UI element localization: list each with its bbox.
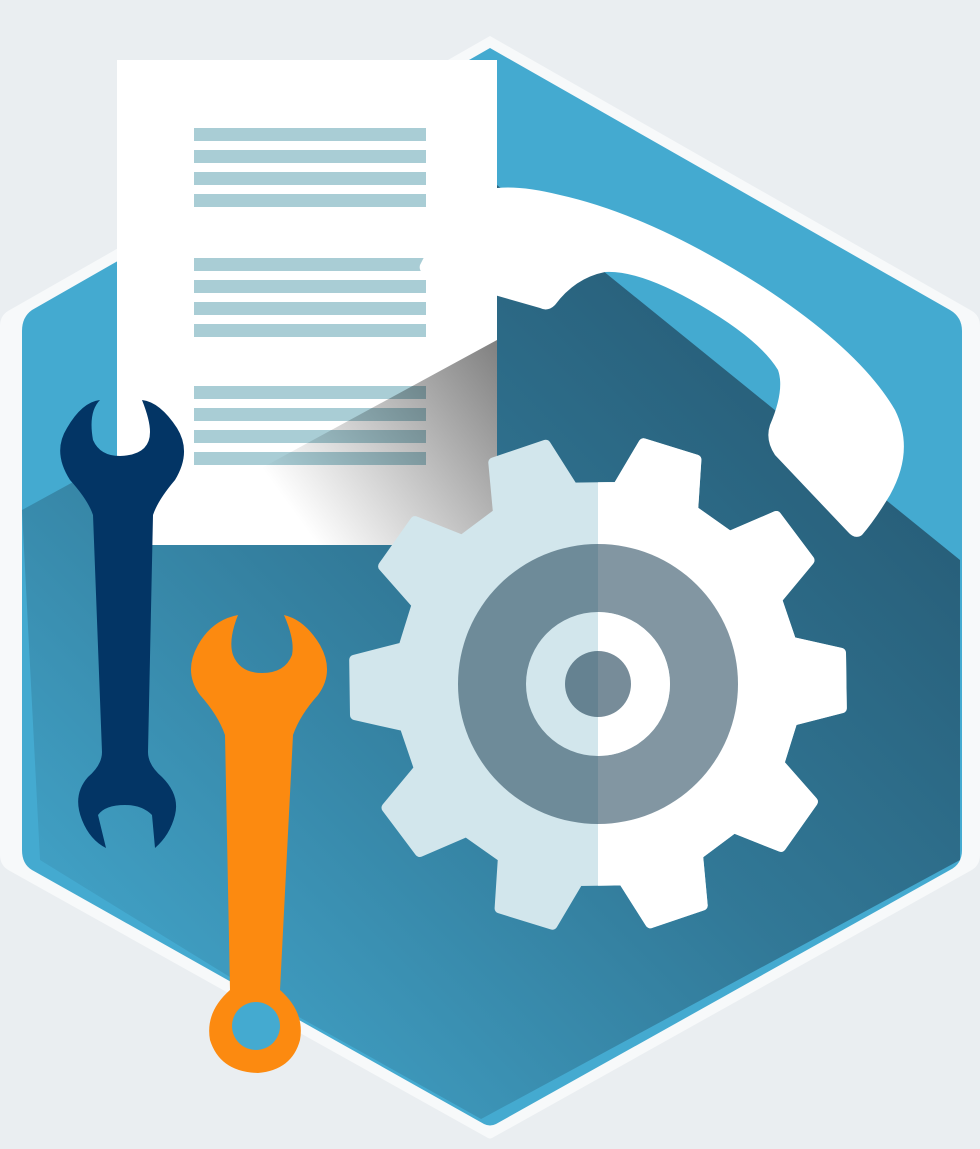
document-line: [194, 172, 426, 185]
document-line: [194, 302, 426, 315]
gear-icon: [349, 438, 847, 930]
document-line: [194, 258, 426, 271]
document-line: [194, 128, 426, 141]
wrench-ring-hole: [232, 1002, 280, 1050]
telephone-handset-icon: [419, 187, 904, 537]
wrench-icon-orange: [190, 615, 328, 1073]
document-line: [194, 280, 426, 293]
document-line: [194, 194, 426, 207]
gear-hub-white: [598, 612, 670, 756]
document-text-lines: [194, 128, 426, 465]
document-line: [194, 150, 426, 163]
document-line: [194, 324, 426, 337]
gear-hole: [565, 651, 631, 717]
document-line: [194, 386, 426, 399]
wrench-icon-navy: [60, 400, 185, 848]
